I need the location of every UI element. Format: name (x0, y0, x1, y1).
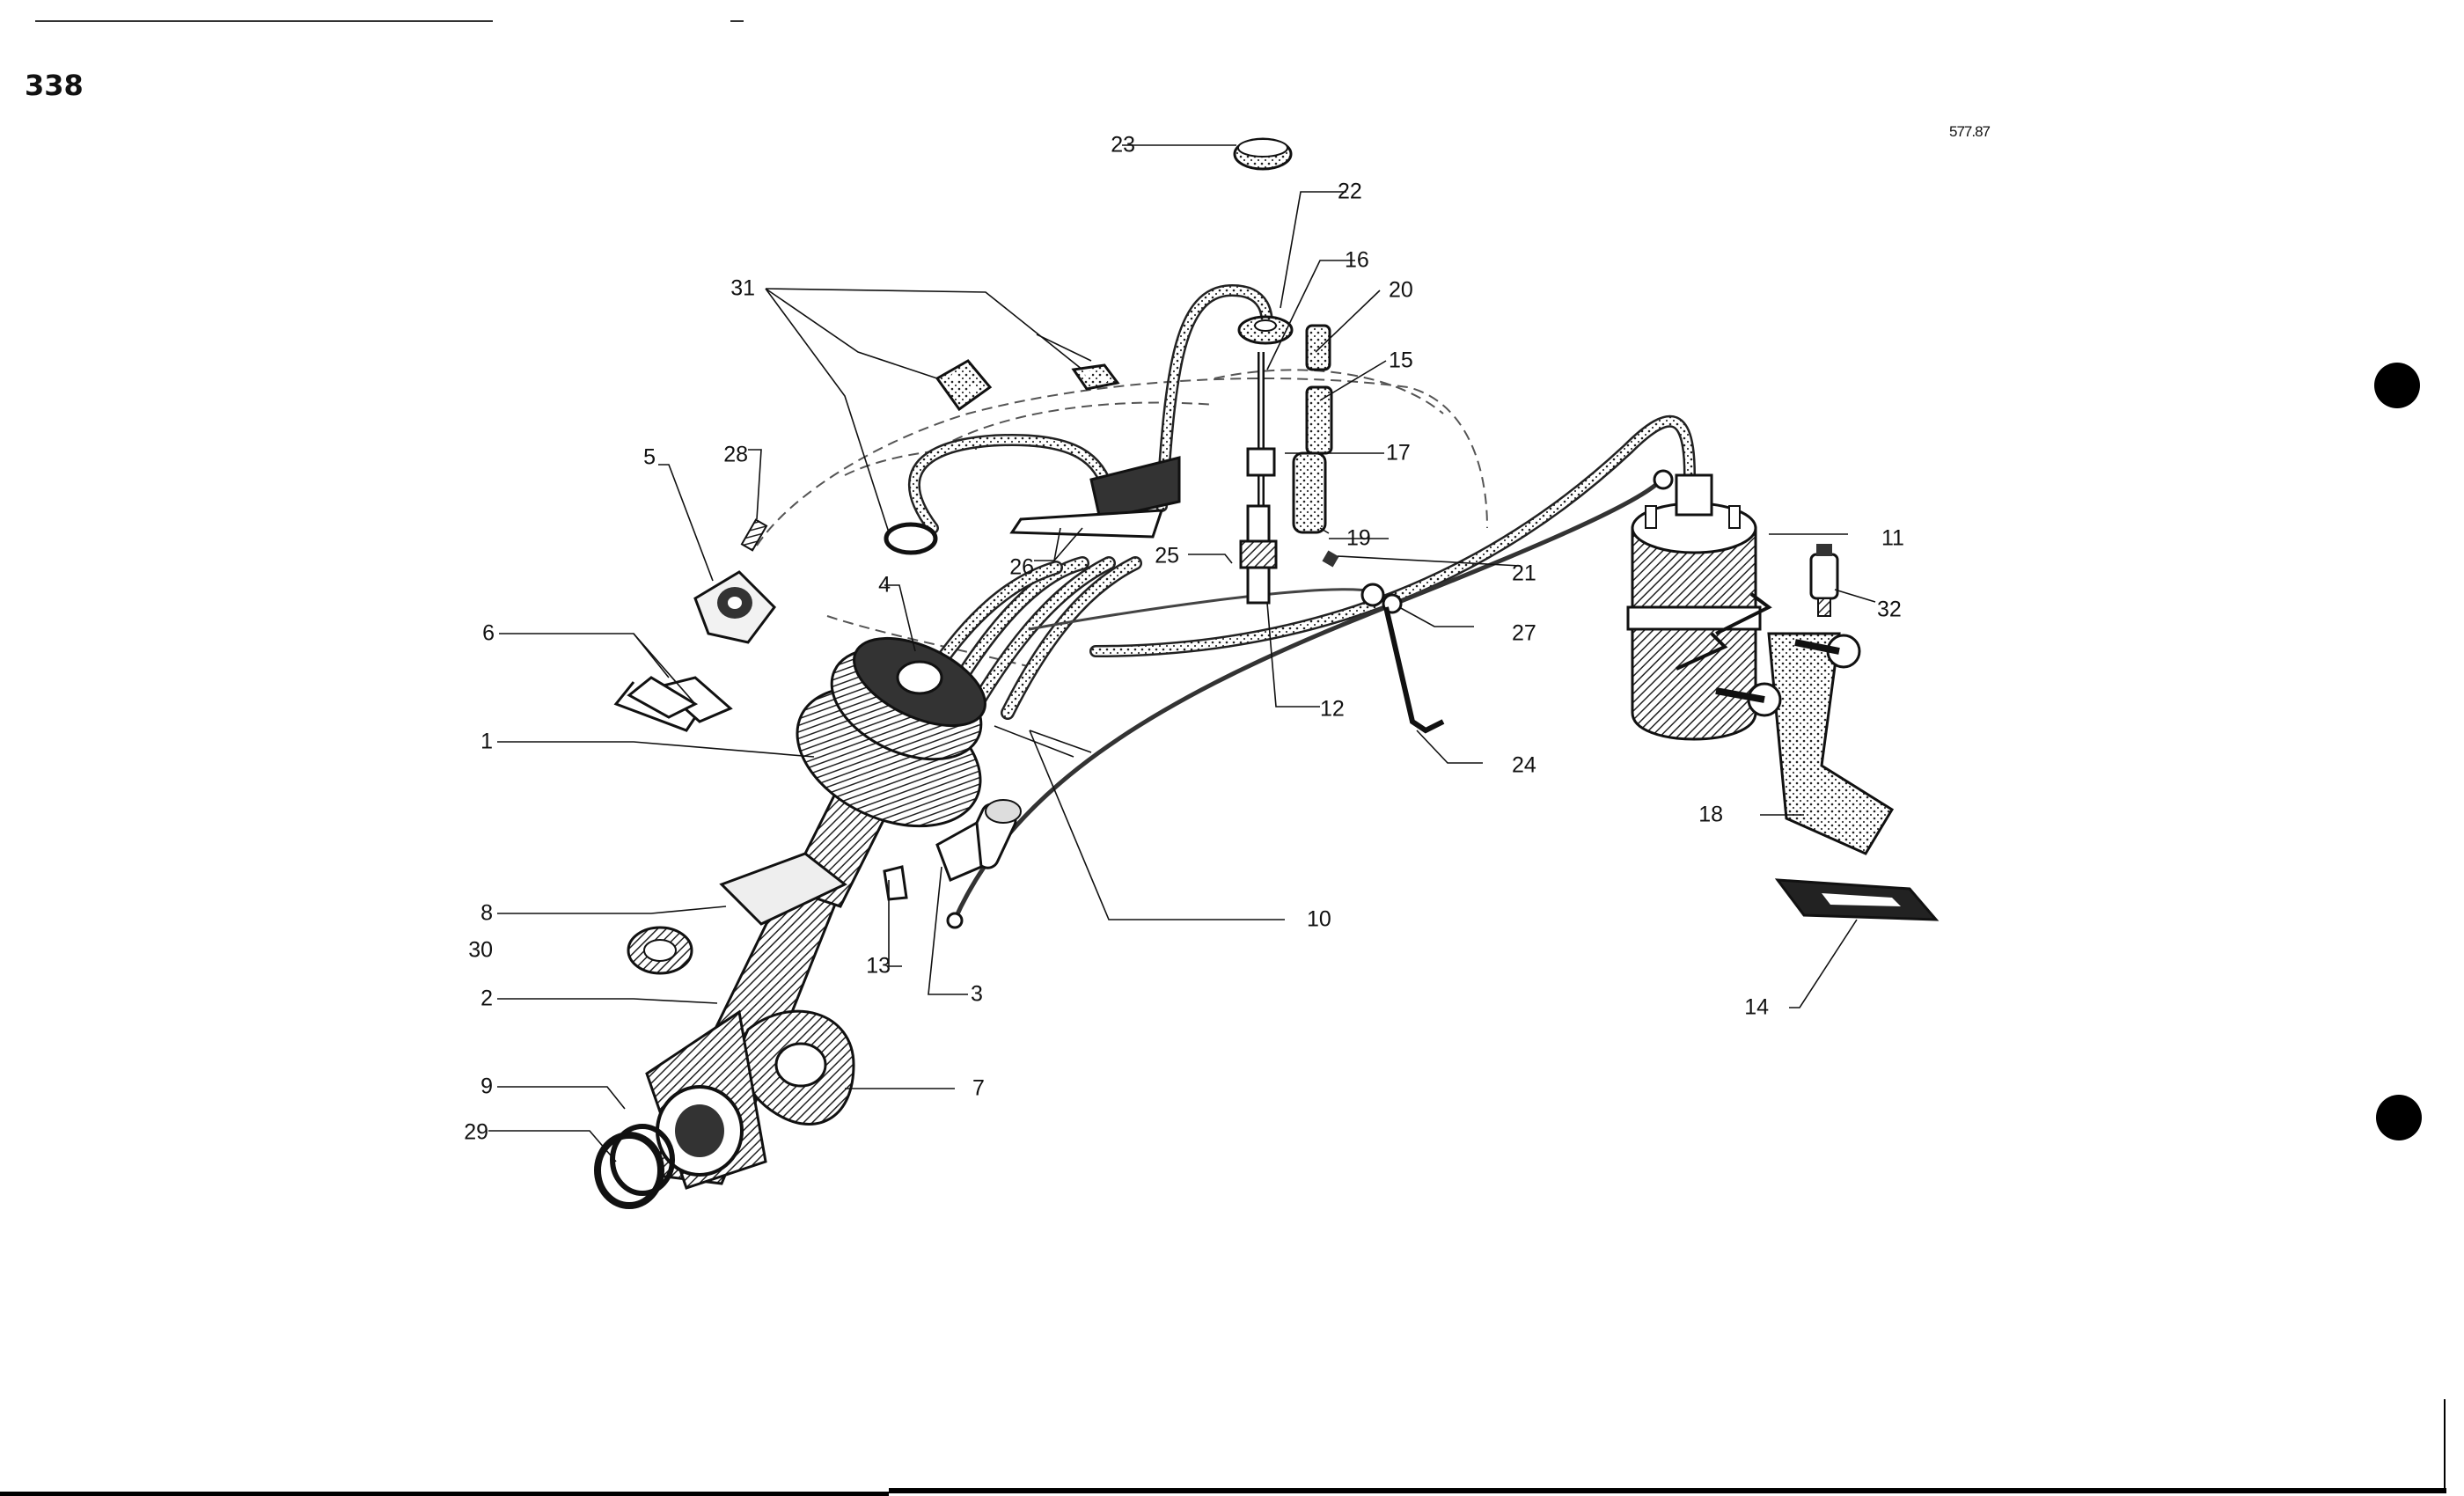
callout-31: 31 (730, 275, 755, 301)
spark-plug-25 (1239, 504, 1278, 605)
high-tension-leads (907, 283, 1696, 922)
binder-hole-bottom (2376, 1095, 2422, 1140)
callout-29: 29 (464, 1119, 488, 1145)
leader-lines (488, 144, 1876, 1162)
clip-13 (883, 865, 908, 901)
callout-23: 23 (1111, 132, 1135, 158)
ignition-coil-11 (1626, 473, 1772, 741)
callout-9: 9 (480, 1074, 493, 1099)
page-rules (0, 20, 2446, 1496)
screw-28 (740, 518, 768, 552)
callout-25: 25 (1155, 543, 1179, 568)
callout-28: 28 (723, 442, 748, 467)
vacuum-unit-5 (693, 570, 776, 644)
callout-14: 14 (1744, 994, 1769, 1020)
wire-bracket-24 (1360, 469, 1674, 734)
callout-2: 2 (480, 986, 493, 1011)
page-number: 338 (25, 69, 84, 102)
callout-17: 17 (1386, 440, 1411, 466)
washer-30 (627, 926, 693, 975)
condenser-3 (935, 799, 1022, 929)
callout-5: 5 (643, 444, 656, 470)
callout-16: 16 (1345, 247, 1369, 273)
clips-6 (613, 676, 733, 732)
switch-32 (1809, 544, 1839, 617)
callout-19: 19 (1346, 525, 1371, 551)
callout-7: 7 (972, 1075, 985, 1101)
callout-22: 22 (1338, 179, 1362, 204)
callout-32: 32 (1877, 597, 1902, 622)
gaskets-31 (884, 359, 1120, 555)
grommet-22 (1237, 315, 1294, 345)
callout-1: 1 (480, 729, 493, 754)
gasket-14 (1774, 878, 1940, 921)
callout-8: 8 (480, 900, 493, 926)
callout-11: 11 (1881, 525, 1904, 551)
callout-21: 21 (1512, 561, 1536, 586)
callout-27: 27 (1512, 620, 1536, 646)
callout-15: 15 (1389, 348, 1413, 373)
callout-4: 4 (878, 572, 891, 598)
callout-24: 24 (1512, 752, 1536, 778)
callout-12: 12 (1320, 696, 1345, 722)
callout-20: 20 (1389, 277, 1413, 303)
distributor-assembly (645, 636, 986, 1190)
drawing-reference: 577.87 (1949, 123, 1991, 140)
callout-18: 18 (1698, 802, 1723, 827)
junction-block-26 (1009, 456, 1181, 539)
callout-26: 26 (1009, 554, 1034, 580)
seal-ring-29 (594, 1124, 675, 1209)
callout-10: 10 (1307, 906, 1331, 932)
callout-13: 13 (866, 953, 891, 979)
callout-6: 6 (482, 620, 495, 646)
callout-30: 30 (468, 937, 493, 963)
callout-3: 3 (971, 981, 983, 1007)
coil-bracket-18 (1715, 632, 1895, 855)
binder-hole-top (2374, 363, 2420, 408)
rubber-cap-23 (1233, 137, 1293, 171)
